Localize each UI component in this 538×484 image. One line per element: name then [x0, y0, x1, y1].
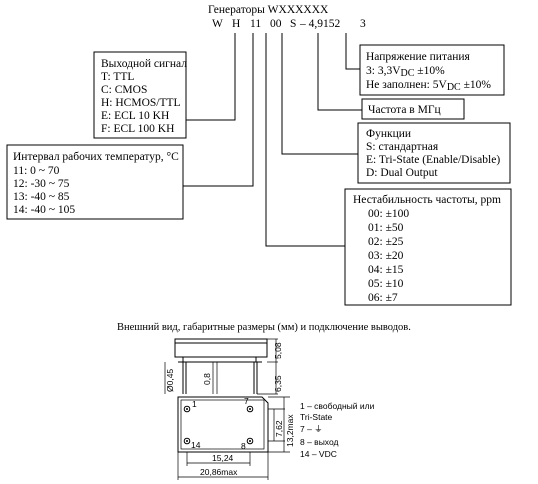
stability-item: 04: ±15 — [368, 264, 404, 276]
leader-frequency — [317, 33, 362, 111]
voltage-option-5v: Не заполнен: 5VDC ±10% — [366, 79, 491, 93]
pin-8-pad — [246, 437, 254, 445]
leader-stability — [265, 33, 345, 247]
package-side-view: 5,08 6,35 Ø0,45 0,8 — [164, 338, 283, 395]
pin-14-pad — [183, 437, 191, 445]
pinout-line: 8 – выход — [300, 437, 338, 447]
temperature-heading: Интервал рабочих температур, °C — [13, 151, 179, 163]
code-w: W — [212, 18, 223, 30]
voltage-box: Напряжение питания 3: 3,3VDC ±10% Не зап… — [359, 44, 505, 96]
pin-number-label: 1 — [192, 399, 197, 409]
pin-number-label: 14 — [191, 440, 201, 450]
temperature-box: Интервал рабочих температур, °C 11: 0 ~ … — [6, 144, 184, 220]
temperature-item: 12: -30 ~ 75 — [13, 178, 70, 190]
pin-number-label: 7 — [244, 396, 249, 406]
stability-box: Нестабильность частоты, ppm 00: ±100 01:… — [344, 188, 512, 306]
pinout-line: Tri-State — [300, 412, 333, 422]
functions-heading: Функции — [366, 128, 411, 140]
temperature-item: 14: -40 ~ 105 — [13, 204, 75, 216]
leader-output — [186, 33, 236, 121]
code-function: S — [290, 18, 296, 30]
frequency-box: Частота в МГц — [361, 98, 465, 120]
pinout-legend: 1 – свободный или Tri-State 7 – ⏚ 8 – вы… — [300, 401, 375, 459]
code-output: 00 — [270, 18, 282, 30]
pinout-line: 14 – VDC — [300, 449, 337, 459]
temperature-item: 11: 0 ~ 70 — [13, 165, 60, 177]
output-signal-item: F: ECL 100 KH — [101, 123, 174, 135]
dim-pin-pitch-vertical: 7,62 — [274, 420, 284, 437]
stability-item: 01: ±50 — [368, 222, 404, 234]
code-voltage: 3 — [360, 18, 366, 30]
leader-lines — [183, 33, 362, 247]
dim-pin-diameter: Ø0,45 — [165, 369, 175, 392]
diagram-title: Генераторы WXXXXXX — [208, 4, 329, 16]
stability-item: 06: ±7 — [368, 292, 398, 304]
dim-height: 5,08 — [273, 342, 283, 359]
code-frequency: – 4,9152 — [299, 18, 341, 30]
leader-functions — [281, 33, 358, 155]
pinout-line: 1 – свободный или — [300, 401, 375, 411]
pin-number-label: 8 — [241, 441, 246, 451]
pin-7-pad — [246, 405, 254, 413]
package-top-view: 1 7 14 8 7,62 13,2max 15,24 20,86max — [177, 396, 295, 480]
output-signal-item: H: HCMOS/TTL — [101, 97, 181, 109]
package-body-top — [177, 396, 269, 453]
code-temp: 11 — [250, 18, 261, 30]
output-signal-item: E: ECL 10 KH — [101, 110, 169, 122]
output-signal-heading: Выходной сигнал — [101, 58, 187, 70]
drawing-caption: Внешний вид, габаритные размеры (мм) и п… — [117, 322, 411, 333]
temperature-item: 13: -40 ~ 85 — [13, 191, 70, 203]
part-code: W H 11 00 S – 4,9152 3 — [212, 18, 366, 30]
output-signal-box: Выходной сигнал T: TTL C: CMOS H: HCMOS/… — [93, 51, 187, 139]
stability-item: 03: ±20 — [368, 250, 404, 262]
voltage-heading: Напряжение питания — [366, 51, 471, 63]
dim-length-max: 20,86max — [200, 467, 238, 477]
pin-1-pad — [183, 405, 191, 413]
dim-width-max: 13,2max — [285, 414, 295, 447]
dim-pin-pitch-horizontal: 15,24 — [212, 453, 234, 463]
package-body-side — [174, 338, 268, 358]
voltage-option-3v3: 3: 3,3VDC ±10% — [366, 65, 445, 79]
stability-item: 02: ±25 — [368, 236, 404, 248]
output-signal-item: C: CMOS — [101, 84, 147, 96]
code-h: H — [232, 18, 240, 30]
stability-item: 00: ±100 — [368, 208, 409, 220]
functions-item: S: стандартная — [366, 141, 439, 153]
dim-pin-length: 6,35 — [273, 375, 283, 392]
functions-item: D: Dual Output — [366, 167, 438, 179]
functions-box: Функции S: стандартная E: Tri-State (Ena… — [357, 122, 511, 184]
frequency-label: Частота в МГц — [368, 104, 441, 116]
stability-item: 05: ±10 — [368, 278, 404, 290]
leader-temperature — [183, 33, 254, 187]
dim-standoff: 0,8 — [202, 373, 212, 385]
output-signal-item: T: TTL — [101, 71, 134, 83]
pinout-line: 7 – ⏚ — [300, 424, 323, 434]
leader-voltage — [345, 33, 360, 70]
functions-item: E: Tri-State (Enable/Disable) — [366, 154, 500, 166]
stability-heading: Нестабильность частоты, ppm — [353, 194, 501, 206]
